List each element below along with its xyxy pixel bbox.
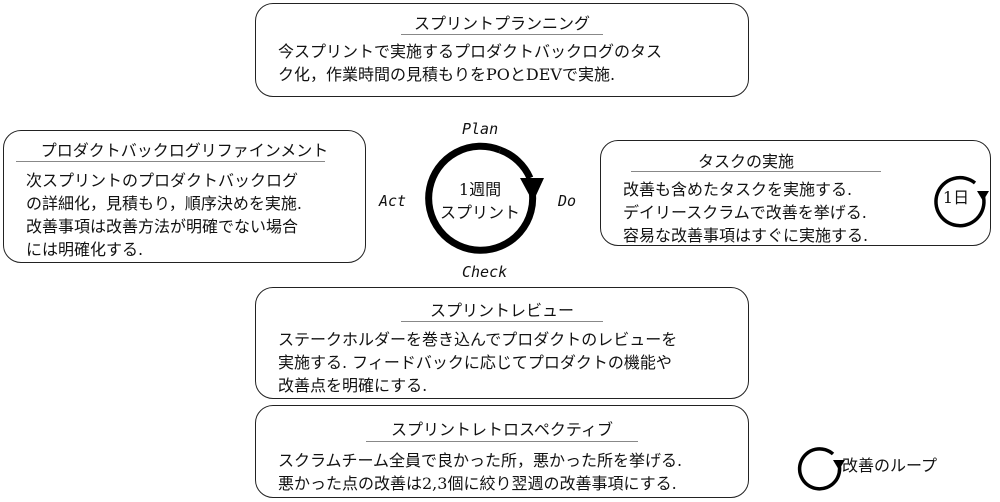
label-plan: Plan xyxy=(462,120,499,138)
box-body: ステークホルダーを巻き込んでプロダクトのレビューを実施する. フィードバックに応… xyxy=(278,328,677,397)
box-title: タスクの実施 xyxy=(697,152,794,171)
label-check: Check xyxy=(462,263,508,281)
retrospective-box: スプリントレトロスペクティブ スクラムチーム全員で良かった所，悪かった所を挙げる… xyxy=(255,405,749,498)
daily-cycle-label: 1日 xyxy=(942,188,970,207)
line: 改善点を明確にする. xyxy=(278,376,428,395)
line: の詳細化，見積もり，順序決めを実施. xyxy=(26,194,302,213)
line: デイリースクラムで改善を挙げる. xyxy=(623,203,867,222)
sprint-review-box: スプリントレビュー ステークホルダーを巻き込んでプロダクトのレビューを実施する.… xyxy=(255,287,749,399)
divider xyxy=(401,34,603,35)
box-title: スプリントプランニング xyxy=(413,14,590,33)
line: 悪かった点の改善は2,3個に絞り翌週の改善事項にする. xyxy=(278,474,677,493)
line: 今スプリントで実施するプロダクトバックログのタス xyxy=(278,42,663,61)
cycle-line2: スプリント xyxy=(439,203,520,222)
sprint-cycle-icon xyxy=(425,142,544,254)
line: 容易な改善事項はすぐに実施する. xyxy=(623,226,869,245)
line: ク化，作業時間の見積もりをPOとDEVで実施. xyxy=(278,65,616,84)
sprint-planning-box: スプリントプランニング 今スプリントで実施するプロダクトバックログのタスク化，作… xyxy=(255,3,749,97)
box-title: スプリントレビュー xyxy=(429,301,574,320)
divider xyxy=(401,321,603,322)
task-execution-box: タスクの実施 改善も含めたタスクを実施する. デイリースクラムで改善を挙げる. 容易… xyxy=(600,140,991,246)
improvement-loop-legend-icon xyxy=(797,447,845,491)
box-title: スプリントレトロスペクティブ xyxy=(391,420,613,439)
line: 次スプリントのプロダクトバックログ xyxy=(26,171,299,190)
box-body: 今スプリントで実施するプロダクトバックログのタスク化，作業時間の見積もりをPOと… xyxy=(278,40,662,86)
line: ステークホルダーを巻き込んでプロダクトのレビューを xyxy=(278,330,678,349)
box-body: 改善も含めたタスクを実施する. デイリースクラムで改善を挙げる. 容易な改善事項はす… xyxy=(623,178,868,247)
line: スクラムチーム全員で良かった所，悪かった所を挙げる. xyxy=(278,451,683,470)
refinement-box: プロダクトバックログリファインメント 次スプリントのプロダクトバックログの詳細化… xyxy=(3,130,366,263)
divider xyxy=(16,161,325,162)
line: 改善事項は改善方法が明確でない場合 xyxy=(26,217,299,236)
line: 改善も含めたタスクを実施する. xyxy=(623,180,853,199)
divider xyxy=(366,441,638,442)
divider xyxy=(631,171,881,172)
label-do: Do xyxy=(558,192,577,210)
box-body: 次スプリントのプロダクトバックログの詳細化，見積もり，順序決めを実施. 改善事項は… xyxy=(26,169,302,261)
cycle-line1: 1週間 xyxy=(458,180,502,199)
box-body: スクラムチーム全員で良かった所，悪かった所を挙げる. 悪かった点の改善は2,3個に… xyxy=(278,449,682,495)
box-title: プロダクトバックログリファインメント xyxy=(40,141,329,160)
legend-label: 改善のループ xyxy=(842,456,938,475)
label-act: Act xyxy=(379,192,407,210)
line: 実施する. フィードバックに応じてプロダクトの機能や xyxy=(278,353,672,372)
line: には明確化する. xyxy=(26,240,144,259)
daily-cycle-icon xyxy=(934,175,989,228)
